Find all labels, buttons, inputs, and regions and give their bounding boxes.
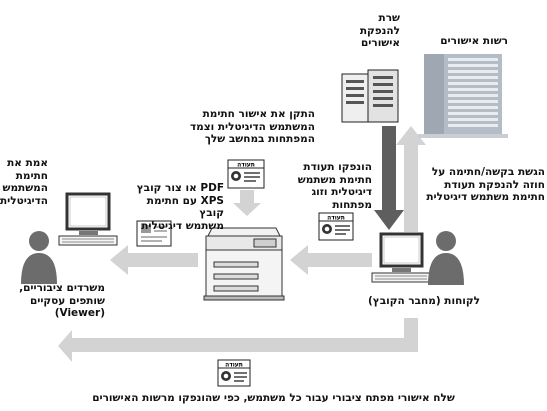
install-label: התקן את אישור חתימת המשתמש הדיגיטלית וצמ… <box>189 108 315 145</box>
install-arrow-down <box>233 190 261 216</box>
create-signed-file-label: PDF או צור קובץ XPS עם חתימת קובץ משתמש … <box>136 182 224 232</box>
certificate-word: תעודה <box>237 162 255 169</box>
certificate-icon-install: תעודה <box>227 159 265 189</box>
issue-arrow-down <box>374 126 404 230</box>
certificate-icon-issued: תעודה <box>318 212 354 241</box>
ca-building-icon <box>418 54 508 138</box>
customer-computer-icon <box>371 232 431 283</box>
certificate-icon-bottom: תעודה <box>217 359 251 387</box>
issue-label: הונפקו תעודת חתימת משתמש דיגיטלית וזוג מ… <box>297 161 372 211</box>
certificate-word: תעודה <box>327 215 345 222</box>
multifunction-printer-icon <box>203 227 285 301</box>
customers-label: לקוחות (מחבר הקובץ) <box>367 295 480 307</box>
ca-authority-label: רשות אישורים <box>440 35 508 47</box>
verify-label: אמת את חתימת המשתמש הדיגיטלית <box>0 157 48 207</box>
customer-person-icon <box>428 231 464 285</box>
request-label: הגשת בקשה/חתימה על חוזה להנפקת תעודת חתי… <box>426 166 545 203</box>
bottom-return-arrow <box>58 318 418 362</box>
office-person-icon <box>21 231 57 284</box>
signed-document-icon <box>136 220 172 247</box>
bottom-description: שלח אישורי מפתח ציבורי עבור כל משתמש, כפ… <box>92 392 455 404</box>
certificate-word: תעודה <box>225 362 243 369</box>
request-arrow-up <box>396 126 426 232</box>
issuing-server-label: שרת להנפקת אישורים <box>359 12 400 49</box>
office-computer-icon <box>58 192 118 246</box>
mfp-to-office-arrow <box>110 245 198 275</box>
certificate-server-icon <box>341 69 399 123</box>
offices-label: משרדים ציבוריים, שותפים עסקיים (Viewer) <box>19 282 105 319</box>
customer-to-mfp-arrow <box>290 245 372 275</box>
